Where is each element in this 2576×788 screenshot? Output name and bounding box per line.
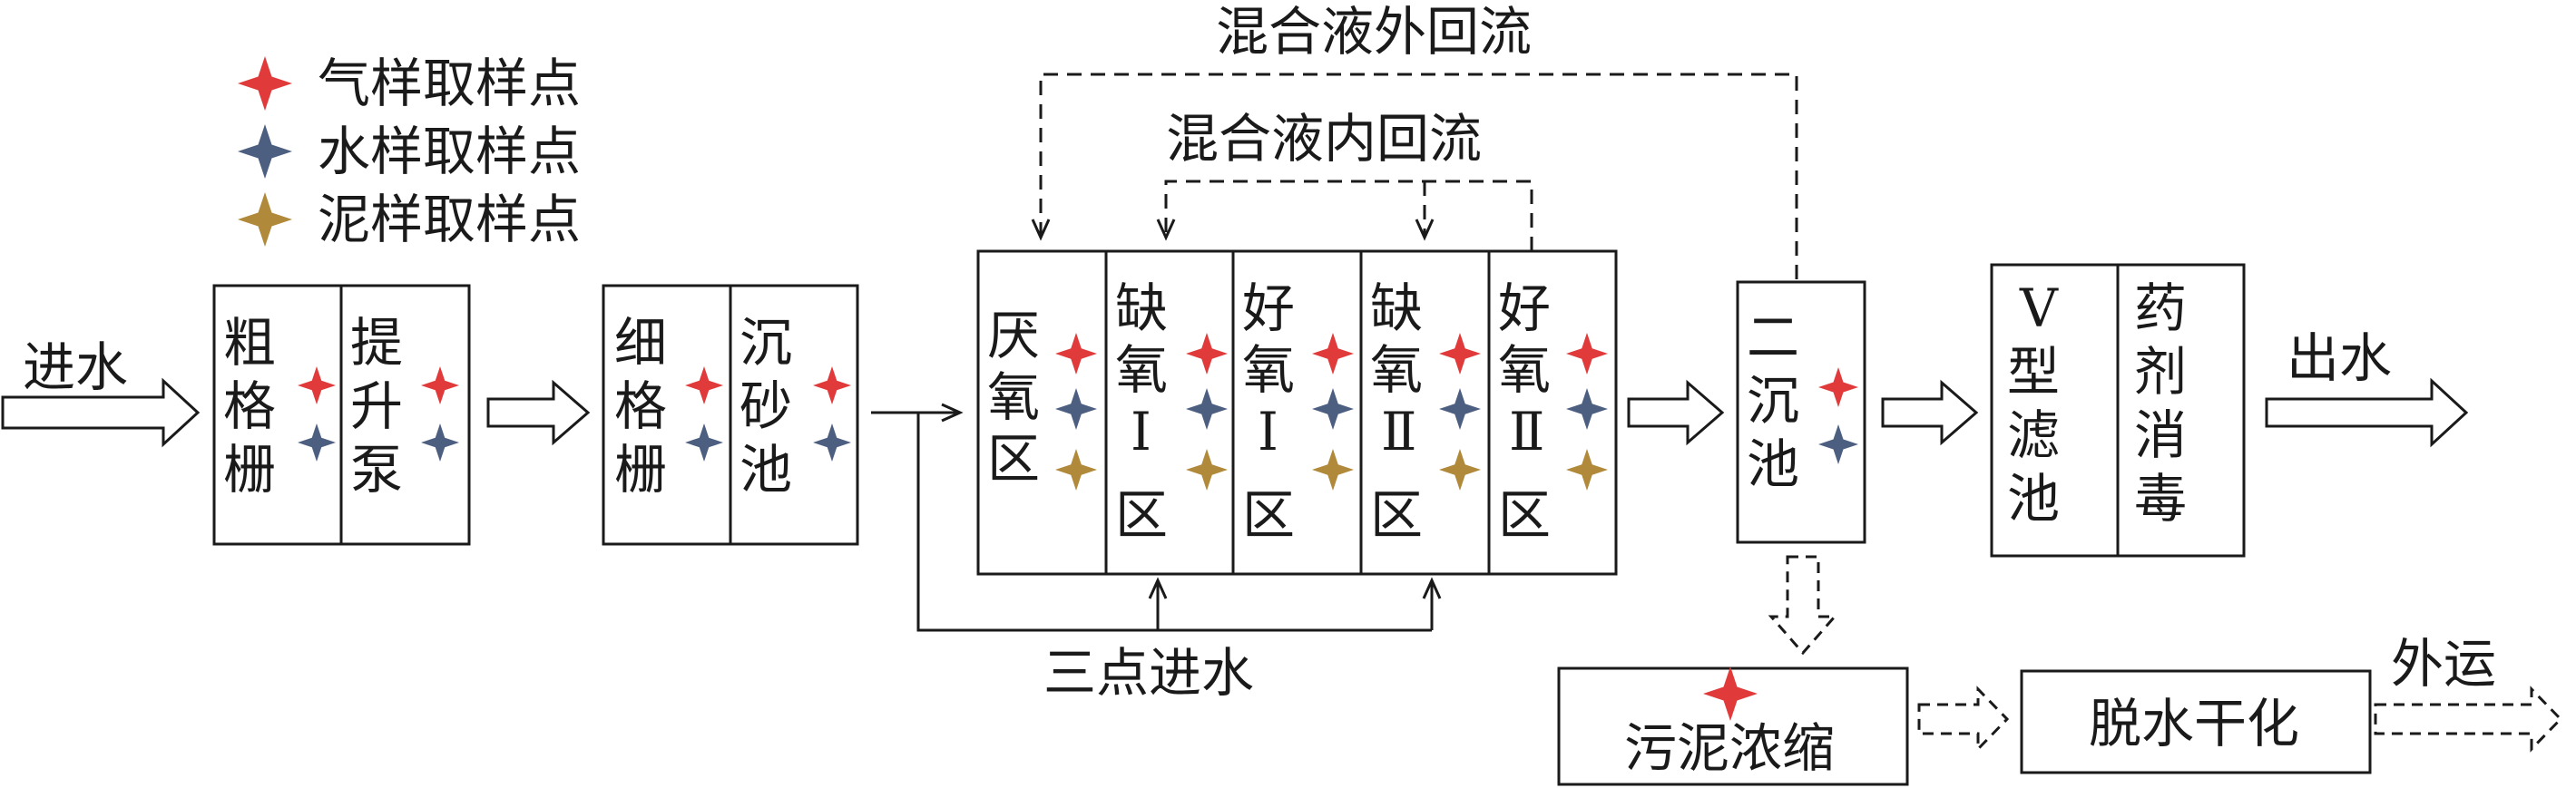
svg-text:药: 药 <box>2134 277 2187 339</box>
external-recycle-label: 混合液外回流 <box>1216 1 1532 63</box>
three-point-inflow-label: 三点进水 <box>1043 642 1254 704</box>
svg-text:氧: 氧 <box>1242 339 1295 401</box>
svg-text:沉: 沉 <box>739 312 792 374</box>
dewatering-box <box>2020 669 2372 774</box>
disinfection-box <box>2116 263 2246 558</box>
svg-text:格: 格 <box>614 375 667 437</box>
dewatering-label: 脱水干化 <box>2089 693 2299 754</box>
svg-text:消: 消 <box>2134 404 2187 466</box>
anoxic-zone-2-label: 缺 氧 Ⅱ 区 <box>1370 277 1423 546</box>
svg-text:氧: 氧 <box>987 366 1040 428</box>
svg-text:沉: 沉 <box>1747 370 1799 432</box>
anaerobic-zone-label: 厌 氧 区 <box>987 305 1040 490</box>
svg-text:细: 细 <box>614 312 667 374</box>
svg-text:砂: 砂 <box>739 375 792 437</box>
blue-star-icon <box>238 124 292 179</box>
svg-text:泵: 泵 <box>350 439 403 501</box>
svg-text:Ⅱ: Ⅱ <box>1509 401 1544 462</box>
lift-pump-label: 提 升 泵 <box>350 312 403 501</box>
coarse-screen-label: 粗 格 栅 <box>223 312 276 501</box>
flow-arrow-icon <box>486 379 591 446</box>
grit-chamber-label: 沉 砂 池 <box>739 312 792 501</box>
svg-text:粗: 粗 <box>223 312 276 374</box>
anoxic-zone-1-label: 缺 氧 Ⅰ 区 <box>1115 277 1168 546</box>
svg-text:格: 格 <box>223 375 276 437</box>
svg-text:区: 区 <box>1242 484 1295 546</box>
legend: 气样取样点 水样取样点 泥样取样点 <box>238 53 581 250</box>
svg-text:Ⅱ: Ⅱ <box>1381 401 1416 462</box>
svg-text:厌: 厌 <box>987 305 1040 366</box>
inflow-arrow-icon <box>1 377 201 448</box>
gold-star-icon <box>238 192 292 247</box>
internal-recycle-label: 混合液内回流 <box>1166 108 1482 170</box>
external-recycle-line <box>1031 73 1798 279</box>
internal-recycle-line <box>1156 180 1533 251</box>
export-label: 外运 <box>2391 633 2496 695</box>
svg-text:Ⅰ: Ⅰ <box>1258 401 1278 462</box>
flow-arrow-icon <box>1627 379 1725 446</box>
svg-text:二: 二 <box>1747 306 1799 368</box>
secondary-clarifier-label: 二 沉 池 <box>1747 306 1799 495</box>
svg-text:好: 好 <box>1498 277 1551 339</box>
outflow-arrow-icon <box>2265 377 2469 448</box>
svg-text:氧: 氧 <box>1370 339 1423 401</box>
sludge-thickening-label: 污泥浓缩 <box>1624 717 1835 779</box>
svg-text:好: 好 <box>1242 277 1295 339</box>
svg-text:氧: 氧 <box>1498 339 1551 401</box>
secondary-clarifier-box <box>1736 280 1866 544</box>
svg-text:滤: 滤 <box>2007 404 2060 466</box>
svg-text:氧: 氧 <box>1115 339 1168 401</box>
svg-text:池: 池 <box>739 439 792 501</box>
inflow-label: 进水 <box>23 336 128 398</box>
svg-text:毒: 毒 <box>2134 468 2187 530</box>
fine-screen-label: 细 格 栅 <box>614 312 667 501</box>
coarse-screen-box <box>212 284 343 546</box>
aerobic-zone-2-label: 好 氧 Ⅱ 区 <box>1498 277 1551 546</box>
sludge-down-arrow-icon <box>1768 555 1838 656</box>
svg-text:池: 池 <box>2007 468 2060 530</box>
legend-sludge-label: 泥样取样点 <box>318 189 581 250</box>
svg-text:型: 型 <box>2007 341 2060 403</box>
to-dewatering-arrow-icon <box>1917 686 2010 753</box>
aerobic-zone-1-label: 好 氧 Ⅰ 区 <box>1242 277 1295 546</box>
svg-text:缺: 缺 <box>1115 277 1168 339</box>
red-star-icon <box>238 56 292 111</box>
svg-text:提: 提 <box>350 312 403 374</box>
svg-text:V: V <box>2019 277 2059 339</box>
three-point-inflow-line <box>916 413 1432 632</box>
legend-gas-label: 气样取样点 <box>318 53 581 114</box>
legend-water-label: 水样取样点 <box>318 121 581 182</box>
svg-text:Ⅰ: Ⅰ <box>1131 401 1151 462</box>
outflow-label: 出水 <box>2287 327 2392 389</box>
svg-text:升: 升 <box>350 375 403 437</box>
svg-text:区: 区 <box>1498 484 1551 546</box>
svg-text:栅: 栅 <box>223 439 276 501</box>
lift-pump-box <box>339 284 471 546</box>
svg-text:缺: 缺 <box>1370 277 1423 339</box>
svg-text:区: 区 <box>1370 484 1423 546</box>
grit-chamber-box <box>729 284 859 546</box>
flow-arrow-icon <box>1881 379 1979 446</box>
v-filter-label: V 型 滤 池 <box>2007 277 2060 530</box>
v-filter-box <box>1990 263 2120 558</box>
export-arrow-icon <box>2374 686 2563 753</box>
svg-text:区: 区 <box>1115 484 1168 546</box>
disinfection-label: 药 剂 消 毒 <box>2134 277 2187 530</box>
svg-text:剂: 剂 <box>2134 341 2187 403</box>
svg-text:区: 区 <box>987 428 1040 490</box>
svg-text:池: 池 <box>1747 433 1799 495</box>
svg-text:栅: 栅 <box>614 439 667 501</box>
